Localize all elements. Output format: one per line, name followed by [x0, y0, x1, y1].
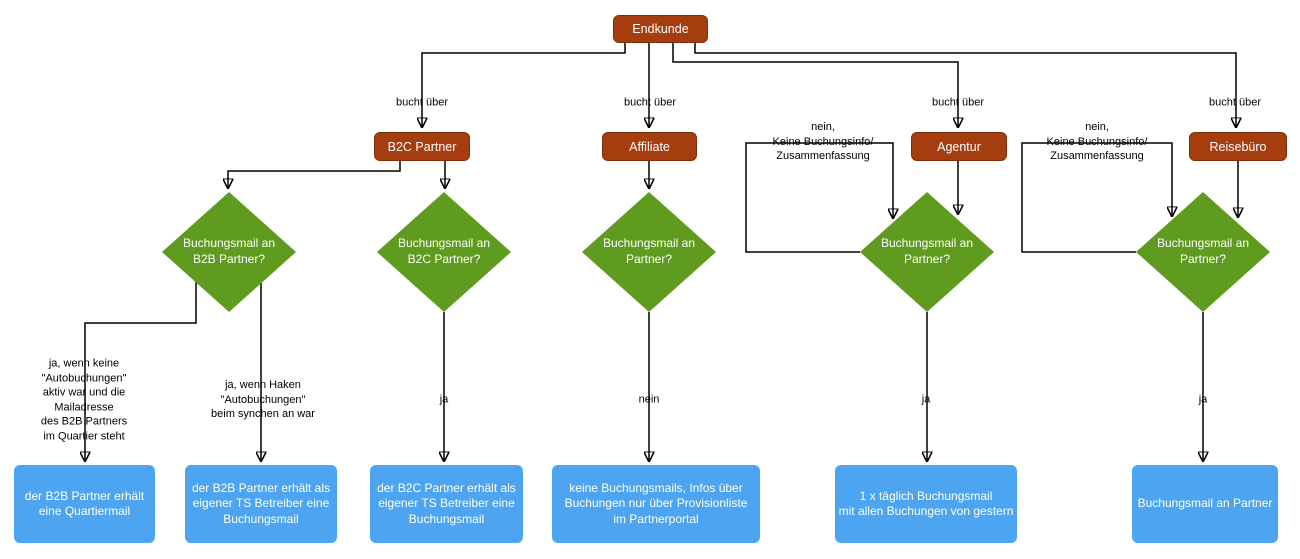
- outcome-quartiermail: der B2B Partner erhält eine Quartiermail: [14, 465, 155, 543]
- edge-loop-reisebuero-nein: [1021, 142, 1172, 253]
- node-b2c-partner: B2C Partner: [374, 132, 470, 161]
- edge-label-nein-affiliate: nein: [638, 393, 660, 406]
- node-reisebuero: Reisebüro: [1189, 132, 1287, 161]
- edge-label-ja-quartier: ja, wenn keine "Autobuchungen" aktiv war…: [40, 357, 128, 443]
- node-affiliate: Affiliate: [602, 132, 697, 161]
- edge-decision-b2b-quartiermail: [85, 282, 197, 461]
- edge-endkunde-reisebuero: [694, 43, 1236, 127]
- edge-b2cpartner-decision-b2b: [228, 161, 401, 188]
- edge-label-bucht-ueber-agentur: bucht über: [932, 96, 984, 109]
- edge-label-ja-haken: ja, wenn Haken "Autobuchungen" beim sync…: [211, 379, 315, 421]
- outcome-buchungsmail-partner: Buchungsmail an Partner: [1132, 465, 1278, 543]
- outcome-b2b-ts-buchungsmail: der B2B Partner erhält als eigener TS Be…: [185, 465, 337, 543]
- decision-label: Buchungsmail an B2C Partner?: [397, 236, 491, 266]
- edge-label-bucht-ueber-b2c: bucht über: [396, 96, 448, 109]
- edge-label-nein-loop-reisebuero: nein, Keine Buchungsinfo/ Zusammenfassun…: [1046, 121, 1148, 163]
- edge-label-nein-loop-agentur: nein, Keine Buchungsinfo/ Zusammenfassun…: [772, 121, 874, 163]
- node-endkunde: Endkunde: [613, 15, 708, 43]
- edge-label-bucht-ueber-reisebuero: bucht über: [1209, 96, 1261, 109]
- edge-endkunde-b2cpartner: [422, 43, 626, 127]
- decision-label: Buchungsmail an B2B Partner?: [182, 236, 276, 266]
- outcome-provisionsliste: keine Buchungsmails, Infos über Buchunge…: [552, 465, 760, 543]
- decision-label: Buchungsmail an Partner?: [880, 236, 974, 266]
- edge-label-ja-b2c: ja: [439, 393, 449, 406]
- decision-label: Buchungsmail an Partner?: [602, 236, 696, 266]
- outcome-b2c-ts-buchungsmail: der B2C Partner erhält als eigener TS Be…: [370, 465, 523, 543]
- decision-label: Buchungsmail an Partner?: [1156, 236, 1250, 266]
- edge-loop-agentur-nein: [745, 142, 893, 253]
- edge-label-ja-agentur: ja: [921, 393, 931, 406]
- edge-endkunde-agentur: [672, 43, 958, 127]
- edge-label-bucht-ueber-affiliate: bucht über: [624, 96, 676, 109]
- edge-label-ja-reisebuero: ja: [1198, 393, 1208, 406]
- node-agentur: Agentur: [911, 132, 1007, 161]
- outcome-taegliche-buchungsmail: 1 x täglich Buchungsmail mit allen Buchu…: [835, 465, 1017, 543]
